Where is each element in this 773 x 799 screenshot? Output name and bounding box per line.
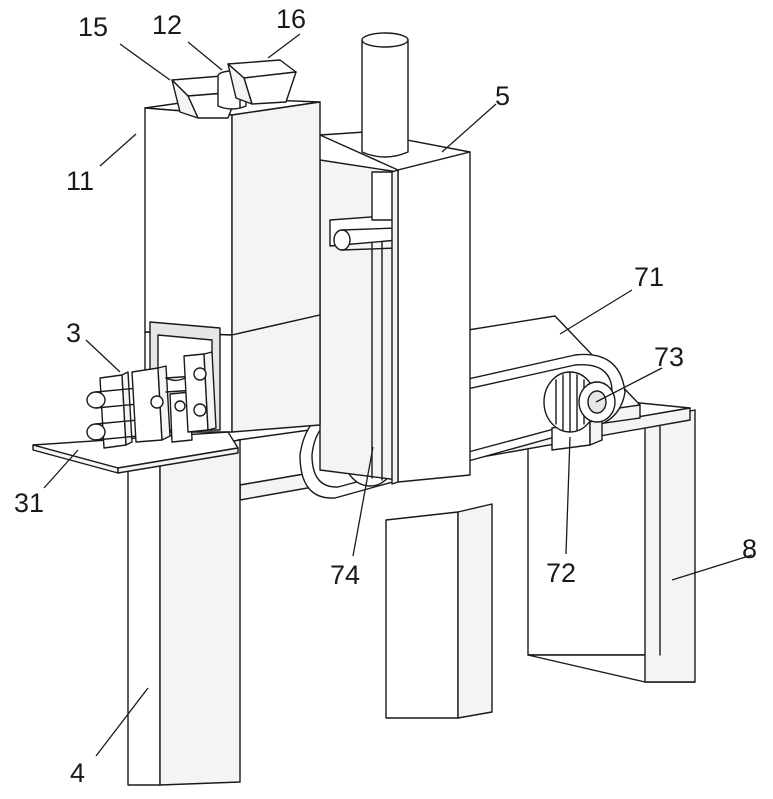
leader-8 xyxy=(671,554,753,581)
leader-lines xyxy=(43,33,753,757)
press-frame xyxy=(319,131,471,485)
clamp-assembly xyxy=(86,351,217,449)
leader-31 xyxy=(43,449,79,489)
label-15: 15 xyxy=(78,12,108,42)
label-5: 5 xyxy=(495,81,510,111)
leader-73 xyxy=(595,367,663,403)
middle-support-leg xyxy=(385,503,493,719)
leader-3 xyxy=(85,339,121,373)
drive-roller-motor xyxy=(543,371,616,451)
press-cylinder xyxy=(361,32,409,158)
label-8: 8 xyxy=(742,534,757,564)
label-3: 3 xyxy=(66,318,81,348)
label-31: 31 xyxy=(14,488,44,518)
label-11: 11 xyxy=(66,166,94,196)
part-labels: 15 12 16 11 5 71 73 3 31 74 72 8 4 xyxy=(14,4,757,788)
feed-tower xyxy=(144,97,321,433)
left-support-leg xyxy=(127,439,241,786)
label-72: 72 xyxy=(546,558,576,588)
leader-72 xyxy=(565,436,571,555)
label-4: 4 xyxy=(70,758,85,788)
leader-5 xyxy=(441,103,497,153)
leader-71 xyxy=(559,289,633,335)
hopper-right xyxy=(227,59,297,105)
leader-16 xyxy=(267,33,301,59)
right-support-leg xyxy=(527,409,696,683)
leader-4 xyxy=(95,687,149,757)
label-71: 71 xyxy=(634,262,664,292)
label-16: 16 xyxy=(276,4,306,34)
leader-11 xyxy=(99,133,137,167)
leader-15 xyxy=(119,43,171,81)
label-73: 73 xyxy=(654,342,684,372)
label-12: 12 xyxy=(152,10,182,40)
label-74: 74 xyxy=(330,560,360,590)
leader-74 xyxy=(352,446,374,557)
leader-12 xyxy=(187,41,223,71)
